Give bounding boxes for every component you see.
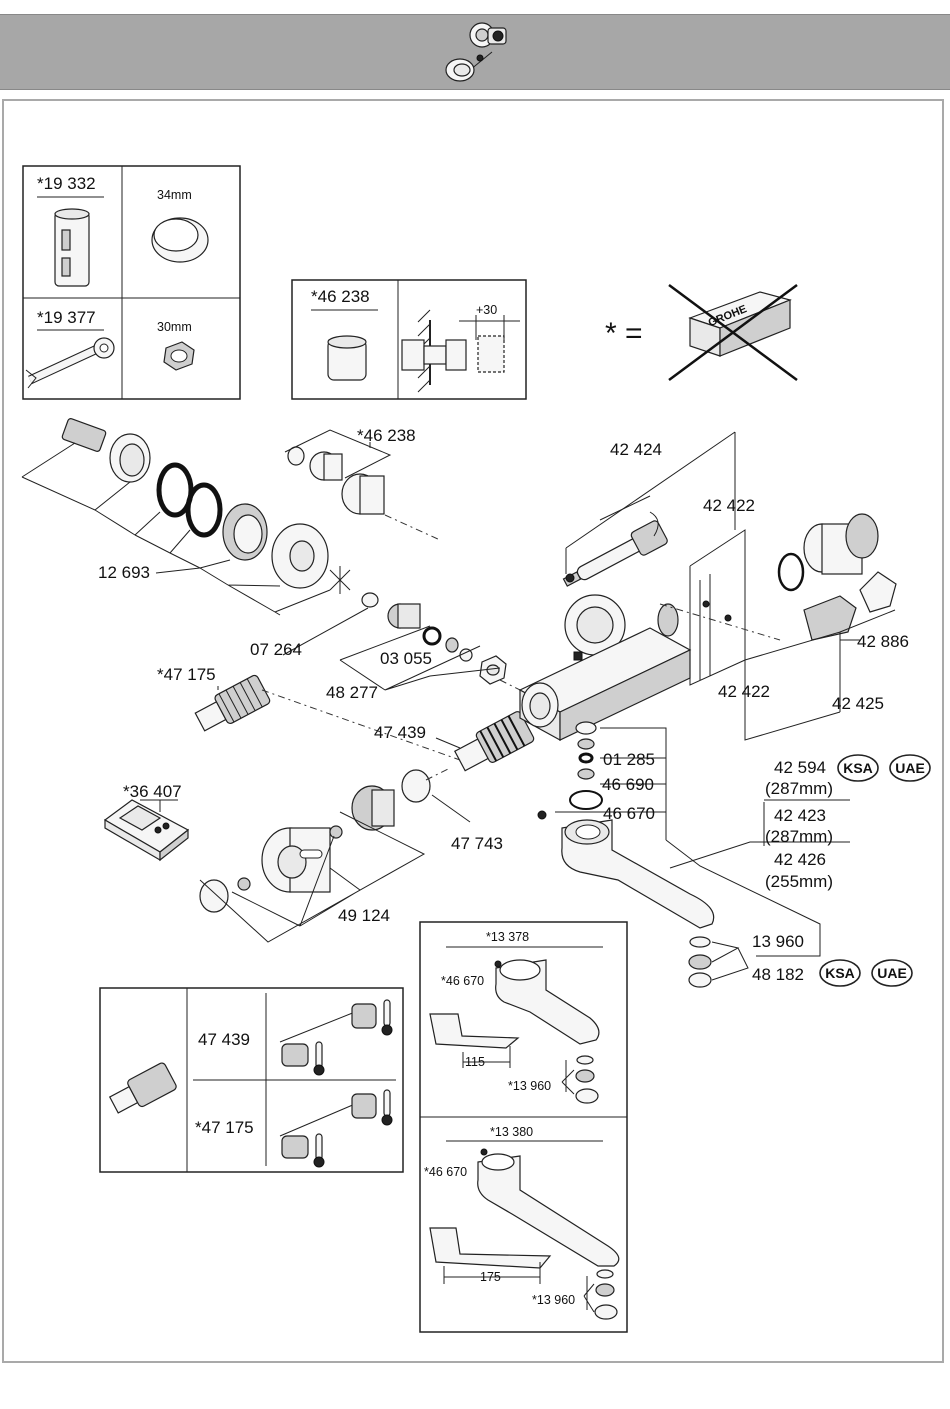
ksa-badge-2 <box>819 959 861 987</box>
part-48182-label: 48 182 <box>752 965 804 984</box>
part-47439-label: 47 439 <box>374 723 426 742</box>
variant-13380-label: *13 380 <box>490 1125 533 1139</box>
part-47175-label: *47 175 <box>157 665 216 684</box>
size-30mm-label: 30mm <box>157 320 192 334</box>
part-03055-label: 03 055 <box>380 649 432 668</box>
not-supplied-symbol: * = <box>605 317 643 350</box>
handle-parts <box>199 767 471 943</box>
part-01285-label: 01 285 <box>603 750 655 769</box>
spout-variants-box <box>419 921 628 1333</box>
part-46690-label: 46 690 <box>602 775 654 794</box>
variant-13380-13960-label: *13 960 <box>532 1293 575 1307</box>
part-46670-label: 46 670 <box>603 804 655 823</box>
inset-47175-label: *47 175 <box>195 1118 254 1137</box>
thermostat-cartridges <box>194 674 535 772</box>
ksa-badge-2-text: KSA <box>825 965 855 981</box>
cartridge-inset-box <box>99 987 404 1173</box>
part-48277-label: 48 277 <box>326 683 378 702</box>
tool-19377-label: *19 377 <box>37 308 96 327</box>
tools-box <box>22 165 241 400</box>
spout-seal-parts <box>537 721 821 957</box>
extension-46238-parts <box>284 429 441 541</box>
spout-part <box>561 799 850 929</box>
part-42426-length: (255mm) <box>765 872 833 891</box>
not-supplied-box-icon: GROHE <box>668 283 798 382</box>
variant-13378-46670-label: *46 670 <box>441 974 484 988</box>
extension-plus30-label: +30 <box>476 303 497 317</box>
part-42424-label: 42 424 <box>610 440 662 459</box>
part-42423-label: 42 423 <box>774 806 826 825</box>
remote-control-part <box>103 799 190 862</box>
part-42886-label: 42 886 <box>857 632 909 651</box>
variant-13378-length-label: 115 <box>465 1055 485 1069</box>
uae-badge <box>889 754 931 782</box>
ksa-badge <box>837 754 879 782</box>
mixer-body <box>518 594 692 742</box>
uae-badge-text: UAE <box>895 760 925 776</box>
uae-badge-2-text: UAE <box>877 965 907 981</box>
part-42422-upper-label: 42 422 <box>703 496 755 515</box>
part-49124-label: 49 124 <box>338 906 390 925</box>
part-07264-label: 07 264 <box>250 640 302 659</box>
part-46238-label: *46 238 <box>357 426 416 445</box>
header-exploded-view-icon <box>445 22 507 82</box>
variant-13380-length-label: 175 <box>480 1270 501 1284</box>
part-42594-length: (287mm) <box>765 779 833 798</box>
size-34mm-label: 34mm <box>157 188 192 202</box>
part-47743-label: 47 743 <box>451 834 503 853</box>
part-36407-label: *36 407 <box>123 782 182 801</box>
extension-46238-label: *46 238 <box>311 287 370 306</box>
check-valve-parts <box>282 592 541 701</box>
part-13960-label: 13 960 <box>752 932 804 951</box>
aerator-parts <box>688 936 749 988</box>
part-12693-label: 12 693 <box>98 563 150 582</box>
part-42423-length: (287mm) <box>765 827 833 846</box>
inset-47439-label: 47 439 <box>198 1030 250 1049</box>
part-42422-lower-label: 42 422 <box>718 682 770 701</box>
extension-box <box>291 279 527 400</box>
diagram-frame <box>2 99 944 1363</box>
variant-13378-13960-label: *13 960 <box>508 1079 551 1093</box>
uae-badge-2 <box>871 959 913 987</box>
ksa-badge-text: KSA <box>843 760 873 776</box>
variant-13378-label: *13 378 <box>486 930 529 944</box>
thermometer-icon <box>313 999 393 1168</box>
leader-lines-12693 <box>21 442 331 616</box>
connection-set-parts <box>61 418 351 594</box>
variant-13380-46670-label: *46 670 <box>424 1165 467 1179</box>
part-42425-label: 42 425 <box>832 694 884 713</box>
thermostat-element-parts <box>562 431 781 686</box>
part-42594-label: 42 594 <box>774 758 826 777</box>
part-42426-label: 42 426 <box>774 850 826 869</box>
right-handle-parts <box>744 513 897 741</box>
tool-19332-label: *19 332 <box>37 174 96 193</box>
